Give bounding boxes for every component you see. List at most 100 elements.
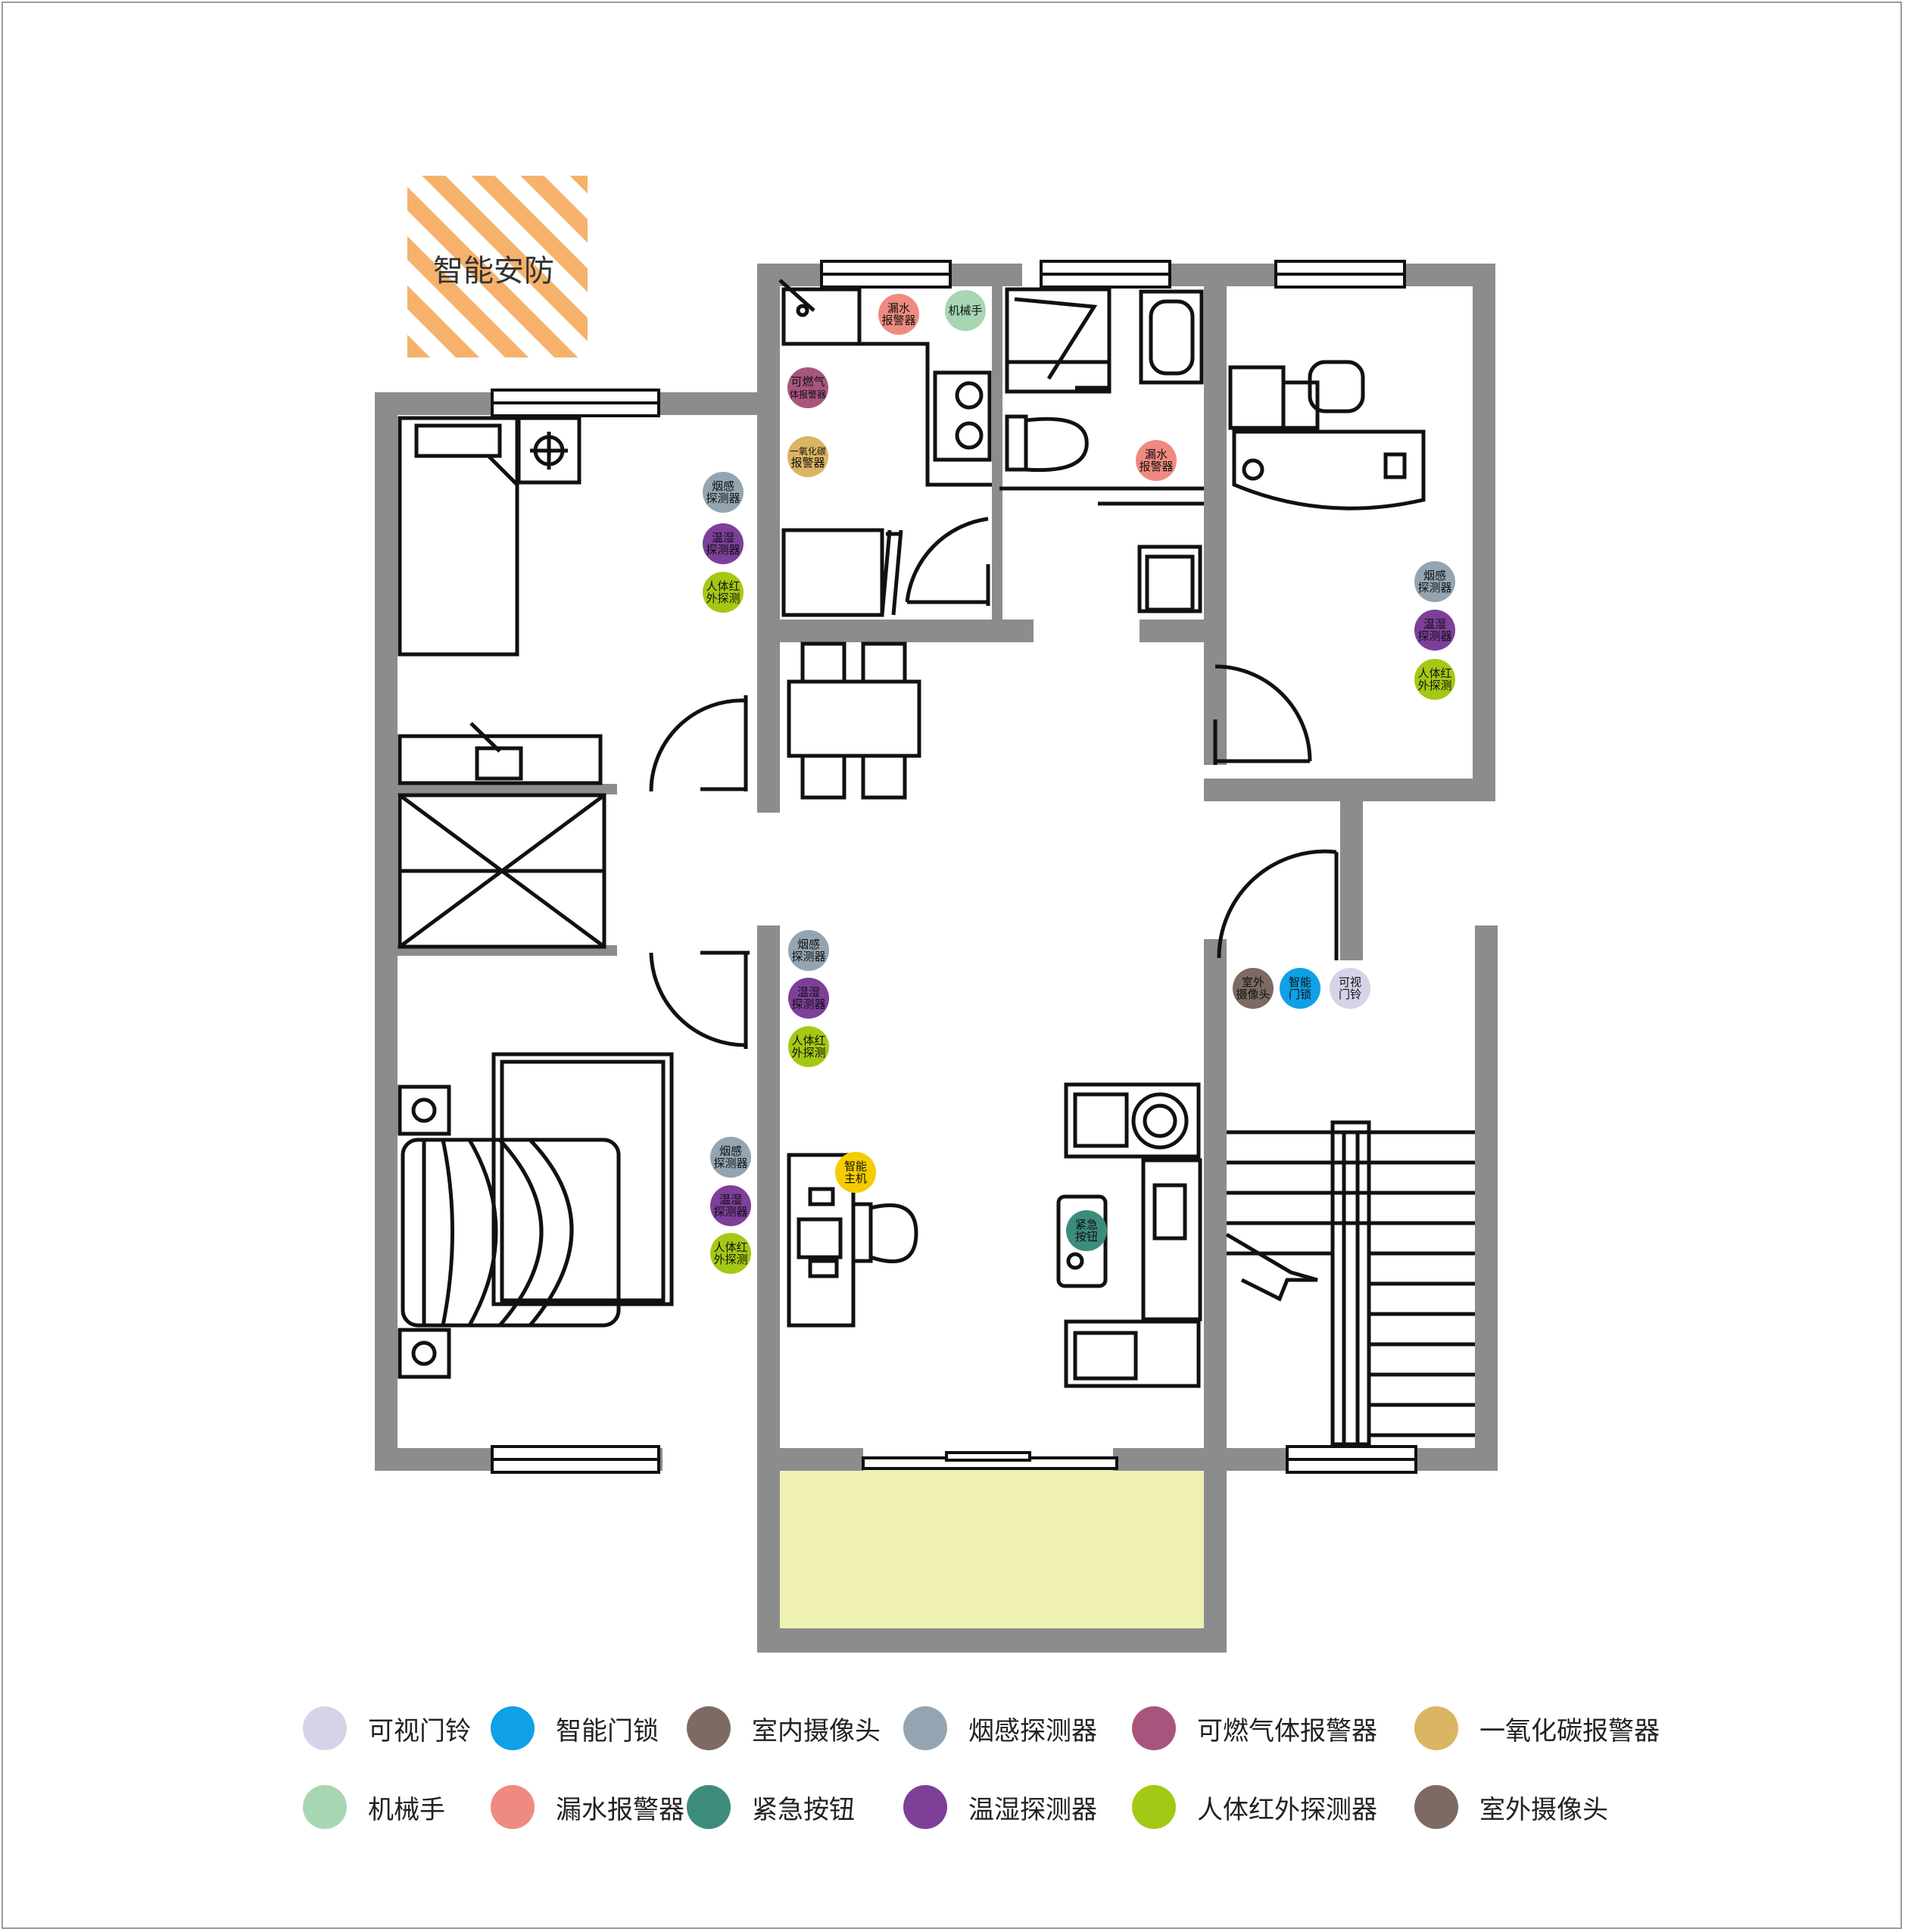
marker-label: 体报警器 (790, 389, 826, 400)
marker-label: 烟感 (719, 1144, 742, 1158)
legend-item-gas: 可燃气体报警器 (1132, 1704, 1377, 1753)
marker-dot (703, 523, 744, 564)
marker-label: 可燃气 (790, 375, 825, 389)
marker-label: 温湿 (712, 531, 734, 545)
marker-label: 温湿 (797, 985, 820, 999)
marker-label: 智能 (844, 1160, 867, 1173)
marker-label: 人体红 (791, 1034, 825, 1047)
legend-dot (687, 1785, 731, 1829)
legend-label: 智能门锁 (556, 1715, 659, 1746)
marker-dot (787, 367, 828, 408)
marker-temp_humidity: 温湿探测器 (1414, 610, 1455, 651)
legend-item-leak: 漏水报警器 (491, 1783, 684, 1831)
legend-dot (303, 1706, 347, 1750)
legend-dot (303, 1785, 347, 1829)
device-markers: 漏水报警器机械手可燃气体报警器一氧化碳报警器漏水报警器烟感探测器温湿探测器人体红… (703, 290, 1455, 1274)
marker-label: 门铃 (1339, 988, 1361, 1001)
legend-label: 烟感探测器 (968, 1715, 1097, 1746)
title-badge: 智能安防 (407, 176, 588, 357)
marker-temp_humidity: 温湿探测器 (710, 1185, 751, 1226)
marker-co: 一氧化碳报警器 (787, 436, 828, 477)
marker-temp_humidity: 温湿探测器 (788, 978, 829, 1019)
marker-label: 外探测 (713, 1253, 747, 1266)
marker-video_doorbell: 可视门铃 (1330, 968, 1370, 1009)
marker-label: 室外 (1242, 975, 1264, 989)
marker-dot (788, 1026, 829, 1067)
marker-label: 探测器 (706, 543, 740, 557)
marker-pir: 人体红外探测 (1414, 659, 1455, 700)
marker-label: 人体红 (706, 579, 740, 593)
marker-pir: 人体红外探测 (710, 1233, 751, 1274)
marker-label: 摄像头 (1236, 988, 1270, 1001)
marker-label: 按钮 (1075, 1230, 1098, 1244)
marker-leak: 漏水报警器 (1136, 440, 1177, 481)
legend-item-indoor_camera: 室内摄像头 (687, 1704, 881, 1753)
marker-leak: 漏水报警器 (878, 294, 919, 335)
marker-dot (1414, 659, 1455, 700)
legend-dot (903, 1706, 947, 1750)
legend-dot (491, 1785, 535, 1829)
marker-label: 探测器 (706, 492, 740, 505)
marker-label: 探测器 (791, 950, 825, 963)
marker-label: 人体红 (1417, 666, 1451, 680)
legend-item-temp_humidity: 温湿探测器 (903, 1783, 1097, 1831)
legend-dot (903, 1785, 947, 1829)
marker-dot (835, 1152, 876, 1193)
marker-smart_lock: 智能门锁 (1280, 968, 1320, 1009)
marker-label: 报警器 (790, 456, 825, 470)
legend-item-smart_lock: 智能门锁 (491, 1704, 659, 1753)
marker-smoke: 烟感探测器 (788, 930, 829, 971)
marker-dot (878, 294, 919, 335)
marker-pir: 人体红外探测 (788, 1026, 829, 1067)
marker-label: 探测器 (1417, 629, 1451, 643)
marker-dot (703, 572, 744, 613)
legend-item-outdoor_camera: 室外摄像头 (1414, 1783, 1608, 1831)
marker-label: 烟感 (712, 479, 734, 493)
furniture (398, 279, 1475, 1447)
marker-label: 外探测 (1417, 679, 1451, 692)
legend-dot (1132, 1706, 1176, 1750)
legend-item-manipulator: 机械手 (303, 1783, 445, 1831)
marker-dot (787, 436, 828, 477)
legend-dot (491, 1706, 535, 1750)
marker-label: 漏水 (1145, 448, 1168, 461)
marker-label: 烟感 (1423, 569, 1446, 582)
marker-label: 外探测 (706, 591, 740, 605)
marker-dot (1330, 968, 1370, 1009)
marker-dot (788, 930, 829, 971)
legend-label: 温湿探测器 (968, 1794, 1097, 1825)
legend-item-video_doorbell: 可视门铃 (303, 1704, 471, 1753)
marker-dot (1233, 968, 1274, 1009)
marker-dot (1414, 610, 1455, 651)
legend-label: 机械手 (368, 1794, 445, 1825)
marker-dot (1136, 440, 1177, 481)
legend-dot (1132, 1785, 1176, 1829)
marker-smoke: 烟感探测器 (703, 472, 744, 513)
marker-emergency: 紧急按钮 (1066, 1210, 1107, 1251)
legend-dot (1414, 1785, 1458, 1829)
marker-label: 报警器 (881, 314, 915, 327)
marker-label: 探测器 (1417, 581, 1451, 595)
marker-label: 外探测 (791, 1046, 825, 1060)
legend-dot (1414, 1706, 1458, 1750)
marker-label: 温湿 (1423, 617, 1446, 631)
page-title: 智能安防 (433, 254, 554, 289)
legend-item-smoke: 烟感探测器 (903, 1704, 1097, 1753)
legend-label: 一氧化碳报警器 (1479, 1715, 1660, 1746)
marker-label: 主机 (844, 1172, 867, 1185)
marker-manipulator: 机械手 (945, 290, 986, 331)
marker-dot (1066, 1210, 1107, 1251)
marker-temp_humidity: 温湿探测器 (703, 523, 744, 564)
marker-label: 一氧化碳 (790, 446, 826, 457)
legend-label: 可燃气体报警器 (1197, 1715, 1377, 1746)
legend-item-pir: 人体红外探测器 (1132, 1783, 1377, 1831)
legend-label: 漏水报警器 (556, 1794, 684, 1825)
marker-smoke: 烟感探测器 (1414, 561, 1455, 602)
marker-label: 探测器 (791, 997, 825, 1011)
windows (491, 260, 1417, 1474)
marker-smoke: 烟感探测器 (710, 1137, 751, 1178)
marker-label: 烟感 (797, 938, 820, 951)
marker-label: 可视 (1339, 975, 1361, 989)
marker-dot (710, 1233, 751, 1274)
